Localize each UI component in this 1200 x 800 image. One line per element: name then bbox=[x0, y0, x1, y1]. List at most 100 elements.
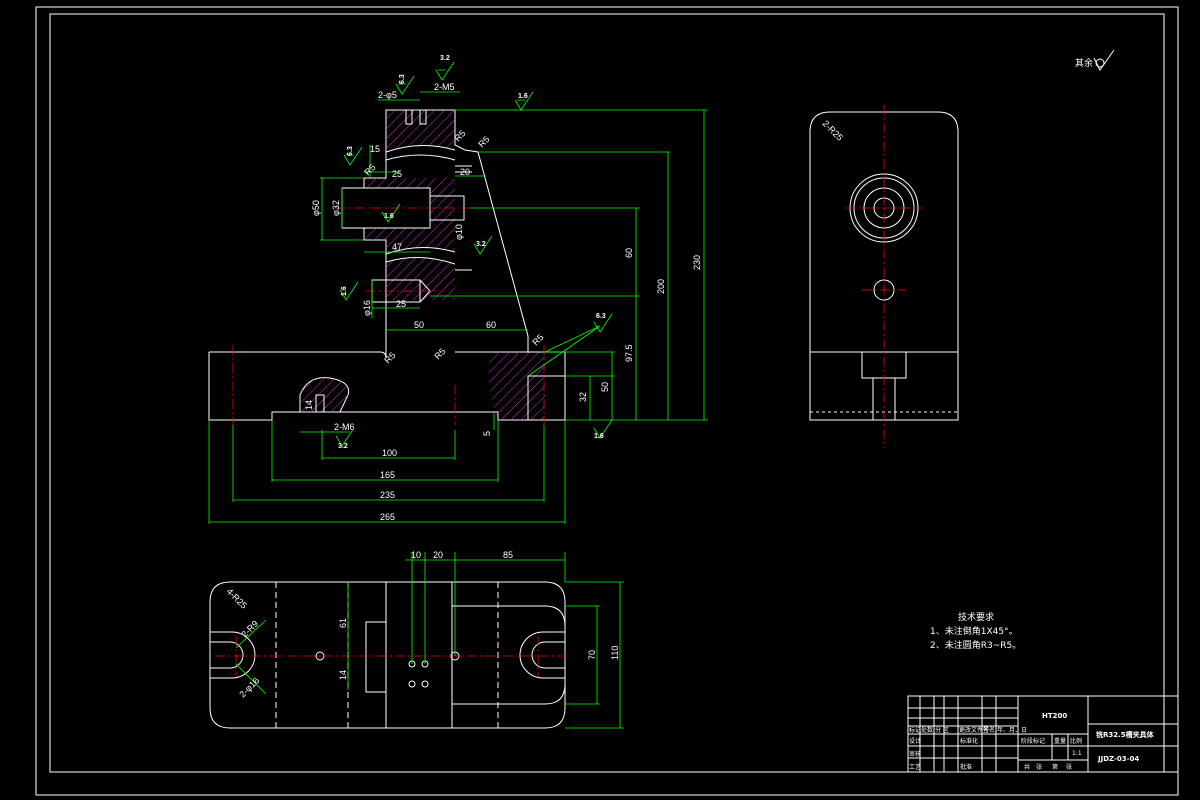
dimension-label: 张 bbox=[1036, 763, 1042, 771]
dimension-label: 3.2 bbox=[338, 443, 348, 450]
dimension-label: 85 bbox=[503, 550, 513, 560]
dimension-label: 14 bbox=[304, 400, 314, 410]
part-name-text: 铣R32.5槽夹具体 bbox=[1095, 730, 1155, 739]
bottom-view-outline bbox=[209, 581, 566, 729]
dimension-label: 分 区 bbox=[935, 726, 949, 734]
dimension-label: 2-R9 bbox=[239, 619, 260, 640]
top-hole-left bbox=[405, 109, 413, 125]
dimension-label: 200 bbox=[656, 279, 666, 294]
roughness-symbol-icon: 1.6 bbox=[339, 281, 359, 301]
dimension-label: 1.6 bbox=[341, 286, 348, 296]
dimension-label: 批准 bbox=[960, 763, 972, 771]
roughness-symbol-icon: 3.2 bbox=[435, 55, 455, 81]
dimension-label: 1.6 bbox=[518, 93, 528, 100]
tech-req-title: 技术要求 bbox=[958, 611, 994, 623]
dimension-label: 比例 bbox=[1070, 737, 1082, 745]
dimension-label: 230 bbox=[692, 255, 702, 270]
dimension-label: 阶段标记 bbox=[1021, 737, 1045, 745]
dimension-label: 3.2 bbox=[440, 55, 450, 62]
dimension-label: 165 bbox=[380, 470, 395, 480]
right-slot bbox=[531, 641, 565, 669]
sheet-inner-border bbox=[49, 13, 1165, 773]
sheet-outer-border bbox=[35, 6, 1179, 796]
dimension-label: 标准化 bbox=[960, 737, 978, 745]
dimension-label: φ10 bbox=[454, 224, 464, 240]
title-block: HT200 铣R32.5槽夹具体 JJDZ-03-04 1:1 标记 处数 分 … bbox=[907, 695, 1179, 773]
top-hole-right bbox=[419, 109, 427, 125]
roughness-symbol-icon: 6.3 bbox=[593, 313, 613, 333]
dimension-label: 25 bbox=[396, 299, 406, 309]
left-slot bbox=[210, 641, 244, 669]
material-text: HT200 bbox=[1042, 712, 1067, 720]
tech-req-item: 1、未注倒角1X45°。 bbox=[930, 625, 1018, 637]
roughness-symbol-icon: 1.6 bbox=[514, 91, 534, 111]
tech-req-item: 2、未注圆角R3~R5。 bbox=[930, 639, 1021, 651]
dimension-label: φ32 bbox=[331, 200, 341, 216]
drawing-number-text: JJDZ-03-04 bbox=[1097, 755, 1139, 763]
dimension-label: 4-R25 bbox=[225, 586, 249, 610]
dimension-label: 设计 bbox=[909, 737, 921, 745]
dimension-label: 1.6 bbox=[384, 213, 394, 220]
dimension-label: 5 bbox=[482, 431, 492, 436]
roughness-symbol-icon: 3.2 bbox=[335, 427, 355, 450]
dimension-label: 25 bbox=[392, 169, 402, 179]
dimension-label: 97.5 bbox=[624, 344, 634, 362]
bottom-view: 10 20 85 61 14 70 110 4-R25 2-R9 2-φ16 bbox=[209, 550, 624, 729]
dimension-label: 2-φ16 bbox=[237, 675, 261, 699]
dimension-label: 6.3 bbox=[596, 313, 606, 320]
dimension-label: R5 bbox=[382, 350, 397, 365]
front-view: 230 200 60 97.5 50 32 5 5 bbox=[208, 55, 708, 524]
dimension-label: 年、月、日 bbox=[997, 726, 1027, 734]
bottom-dimensions: 10 20 85 61 14 70 110 4-R25 2-R9 2-φ16 bbox=[225, 550, 624, 729]
dimension-label: R5 bbox=[476, 134, 491, 149]
dimension-label: 14 bbox=[338, 670, 348, 680]
dimension-label: 100 bbox=[382, 448, 397, 458]
corner-roughness-note: 其余 bbox=[1075, 49, 1115, 71]
dimension-label: 110 bbox=[610, 646, 620, 660]
dimension-label: 1.6 bbox=[594, 433, 604, 440]
roughness-symbol-icon: 1.6 bbox=[593, 419, 613, 440]
dimension-label: 60 bbox=[624, 248, 634, 258]
dimension-label: 2-R25 bbox=[821, 118, 845, 142]
dimension-label: 20 bbox=[433, 550, 443, 560]
dimension-label: 工艺 bbox=[909, 763, 921, 771]
dimension-label: 6.3 bbox=[347, 146, 354, 156]
roughness-circle-icon bbox=[1095, 58, 1105, 68]
dimension-label: 签名 bbox=[983, 726, 995, 734]
dimension-label: 20 bbox=[460, 167, 470, 177]
dimension-label: 6.3 bbox=[399, 74, 406, 84]
dimension-label: R5 bbox=[530, 332, 545, 347]
dimension-label: 265 bbox=[380, 512, 395, 522]
dimension-label: 重量 bbox=[1054, 737, 1066, 745]
side-view: 2-R25 bbox=[809, 105, 959, 448]
dimension-label: 2-φ5 bbox=[378, 90, 397, 100]
roughness-symbols: 3.2 6.3 1.6 6.3 1.6 3.2 1.6 6.3 3.2 1.6 bbox=[335, 55, 613, 450]
dimension-label: φ50 bbox=[311, 200, 321, 216]
dimension-label: 3.2 bbox=[476, 241, 486, 248]
dimension-label: 2-M5 bbox=[434, 82, 455, 92]
roughness-symbol-icon: 6.3 bbox=[343, 146, 363, 166]
dimension-label: 张 bbox=[1066, 763, 1072, 771]
dimension-label: φ16 bbox=[362, 300, 372, 316]
dimension-label: 10 bbox=[411, 550, 421, 560]
corner-note-text: 其余 bbox=[1075, 57, 1093, 69]
dimension-label: 60 bbox=[486, 320, 496, 330]
dimension-label: R5 bbox=[432, 346, 447, 361]
scale-text: 1:1 bbox=[1072, 750, 1082, 757]
front-dimensions: 230 200 60 97.5 50 32 5 5 bbox=[208, 82, 708, 524]
dimension-label: 235 bbox=[380, 490, 395, 500]
roughness-symbol-icon: 3.2 bbox=[473, 235, 493, 255]
lower-section-hatch bbox=[386, 257, 455, 300]
dimension-label: 61 bbox=[338, 618, 348, 628]
dimension-label: 50 bbox=[600, 382, 610, 392]
hole bbox=[408, 680, 416, 688]
hole bbox=[421, 680, 429, 688]
technical-requirements: 技术要求 1、未注倒角1X45°。 2、未注圆角R3~R5。 bbox=[930, 611, 1021, 651]
roughness-symbol-icon: 6.3 bbox=[395, 74, 415, 95]
dimension-label: 第 bbox=[1052, 763, 1058, 771]
dimension-label: 处数 bbox=[921, 726, 933, 734]
dimension-label: 2-M6 bbox=[334, 422, 355, 432]
dimension-label: 标记 bbox=[909, 726, 921, 734]
dimension-label: 70 bbox=[587, 650, 597, 660]
